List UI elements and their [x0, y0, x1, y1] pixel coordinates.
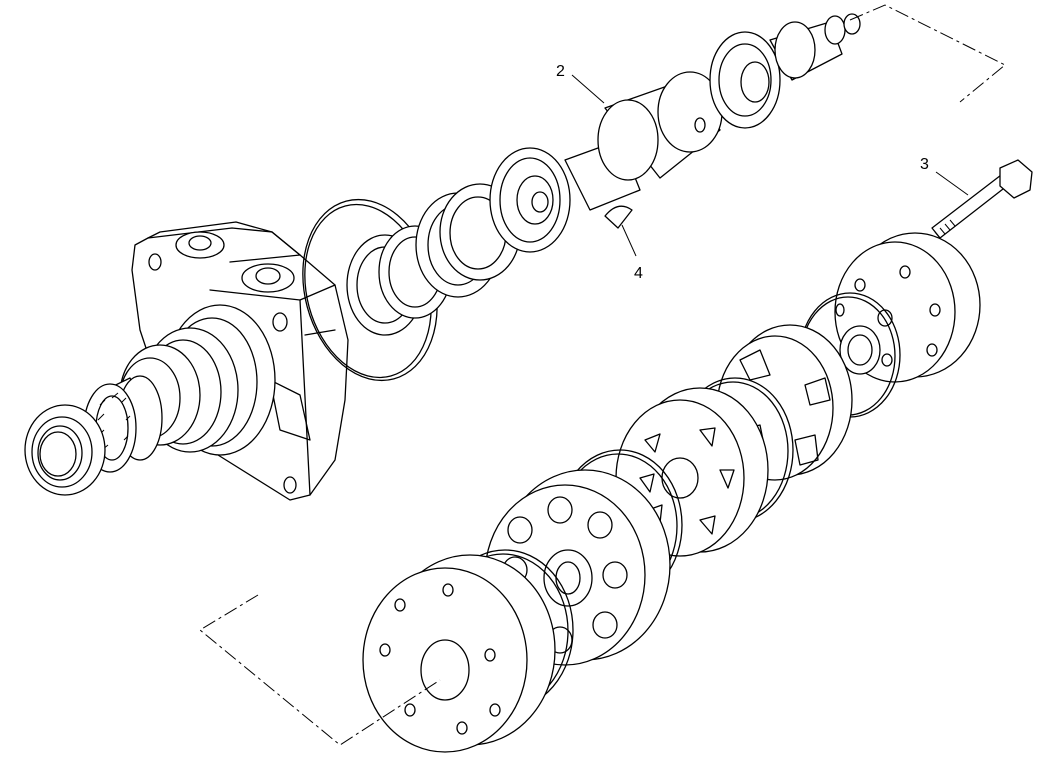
callout-label-2: 2: [556, 63, 565, 80]
centerlines: [199, 4, 1006, 746]
wear-plate: [362, 554, 556, 753]
bolt: [931, 159, 1033, 239]
callout-3: 3: [920, 156, 969, 196]
manifold: [615, 387, 769, 557]
output-shaft: [564, 71, 723, 211]
callout-label-4: 4: [634, 265, 643, 282]
motor-housing: [119, 221, 349, 501]
thrust-bearing: [489, 147, 571, 253]
callout-4: 4: [621, 224, 643, 282]
shaft-seal: [24, 404, 106, 496]
drive-gear: [709, 13, 861, 129]
woodruff-key: [604, 205, 633, 229]
callout-label-3: 3: [920, 156, 929, 173]
callout-2: 2: [556, 63, 605, 104]
